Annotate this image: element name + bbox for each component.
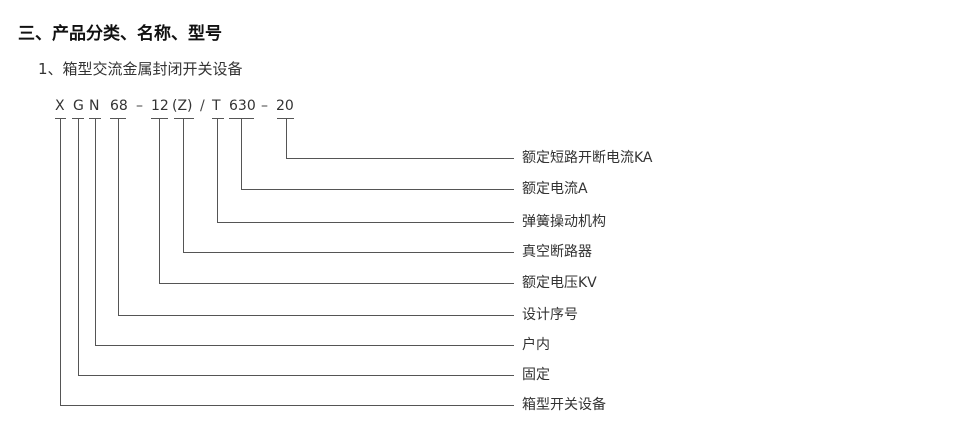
leader-z [183,118,514,253]
code-dash-1: – [136,98,143,114]
code-seg-t: T [212,98,221,114]
code-seg-x: X [55,98,65,114]
leader-630 [241,118,514,190]
label-design-number: 设计序号 [522,307,578,323]
label-spring-operating-mechanism: 弹簧操动机构 [522,214,606,230]
code-seg-12: 12 [151,98,169,114]
code-seg-630: 630 [229,98,256,114]
section-title: 三、产品分类、名称、型号 [18,24,222,44]
leader-12 [159,118,514,284]
label-indoor: 户内 [522,337,550,353]
code-seg-20: 20 [276,98,294,114]
code-seg-g: G [73,98,84,114]
label-vacuum-circuit-breaker: 真空断路器 [522,244,592,260]
model-code: X G N 68 – 12 (Z) / T 630 – 20 [0,96,960,116]
leader-x [60,118,514,406]
code-slash: / [200,98,205,114]
code-seg-z: (Z) [172,98,193,114]
code-seg-68: 68 [110,98,128,114]
leader-t [217,118,514,223]
leader-68 [118,118,514,316]
leader-20 [286,118,514,159]
label-short-circuit-breaking-current: 额定短路开断电流KA [522,150,653,166]
subsection-title: 1、箱型交流金属封闭开关设备 [38,60,243,78]
code-dash-2: – [261,98,268,114]
code-seg-n: N [89,98,100,114]
label-fixed: 固定 [522,367,550,383]
label-rated-voltage: 额定电压KV [522,275,597,291]
label-box-type-switchgear: 箱型开关设备 [522,397,606,413]
label-rated-current: 额定电流A [522,181,588,197]
leader-g [78,118,514,376]
leader-n [95,118,514,346]
